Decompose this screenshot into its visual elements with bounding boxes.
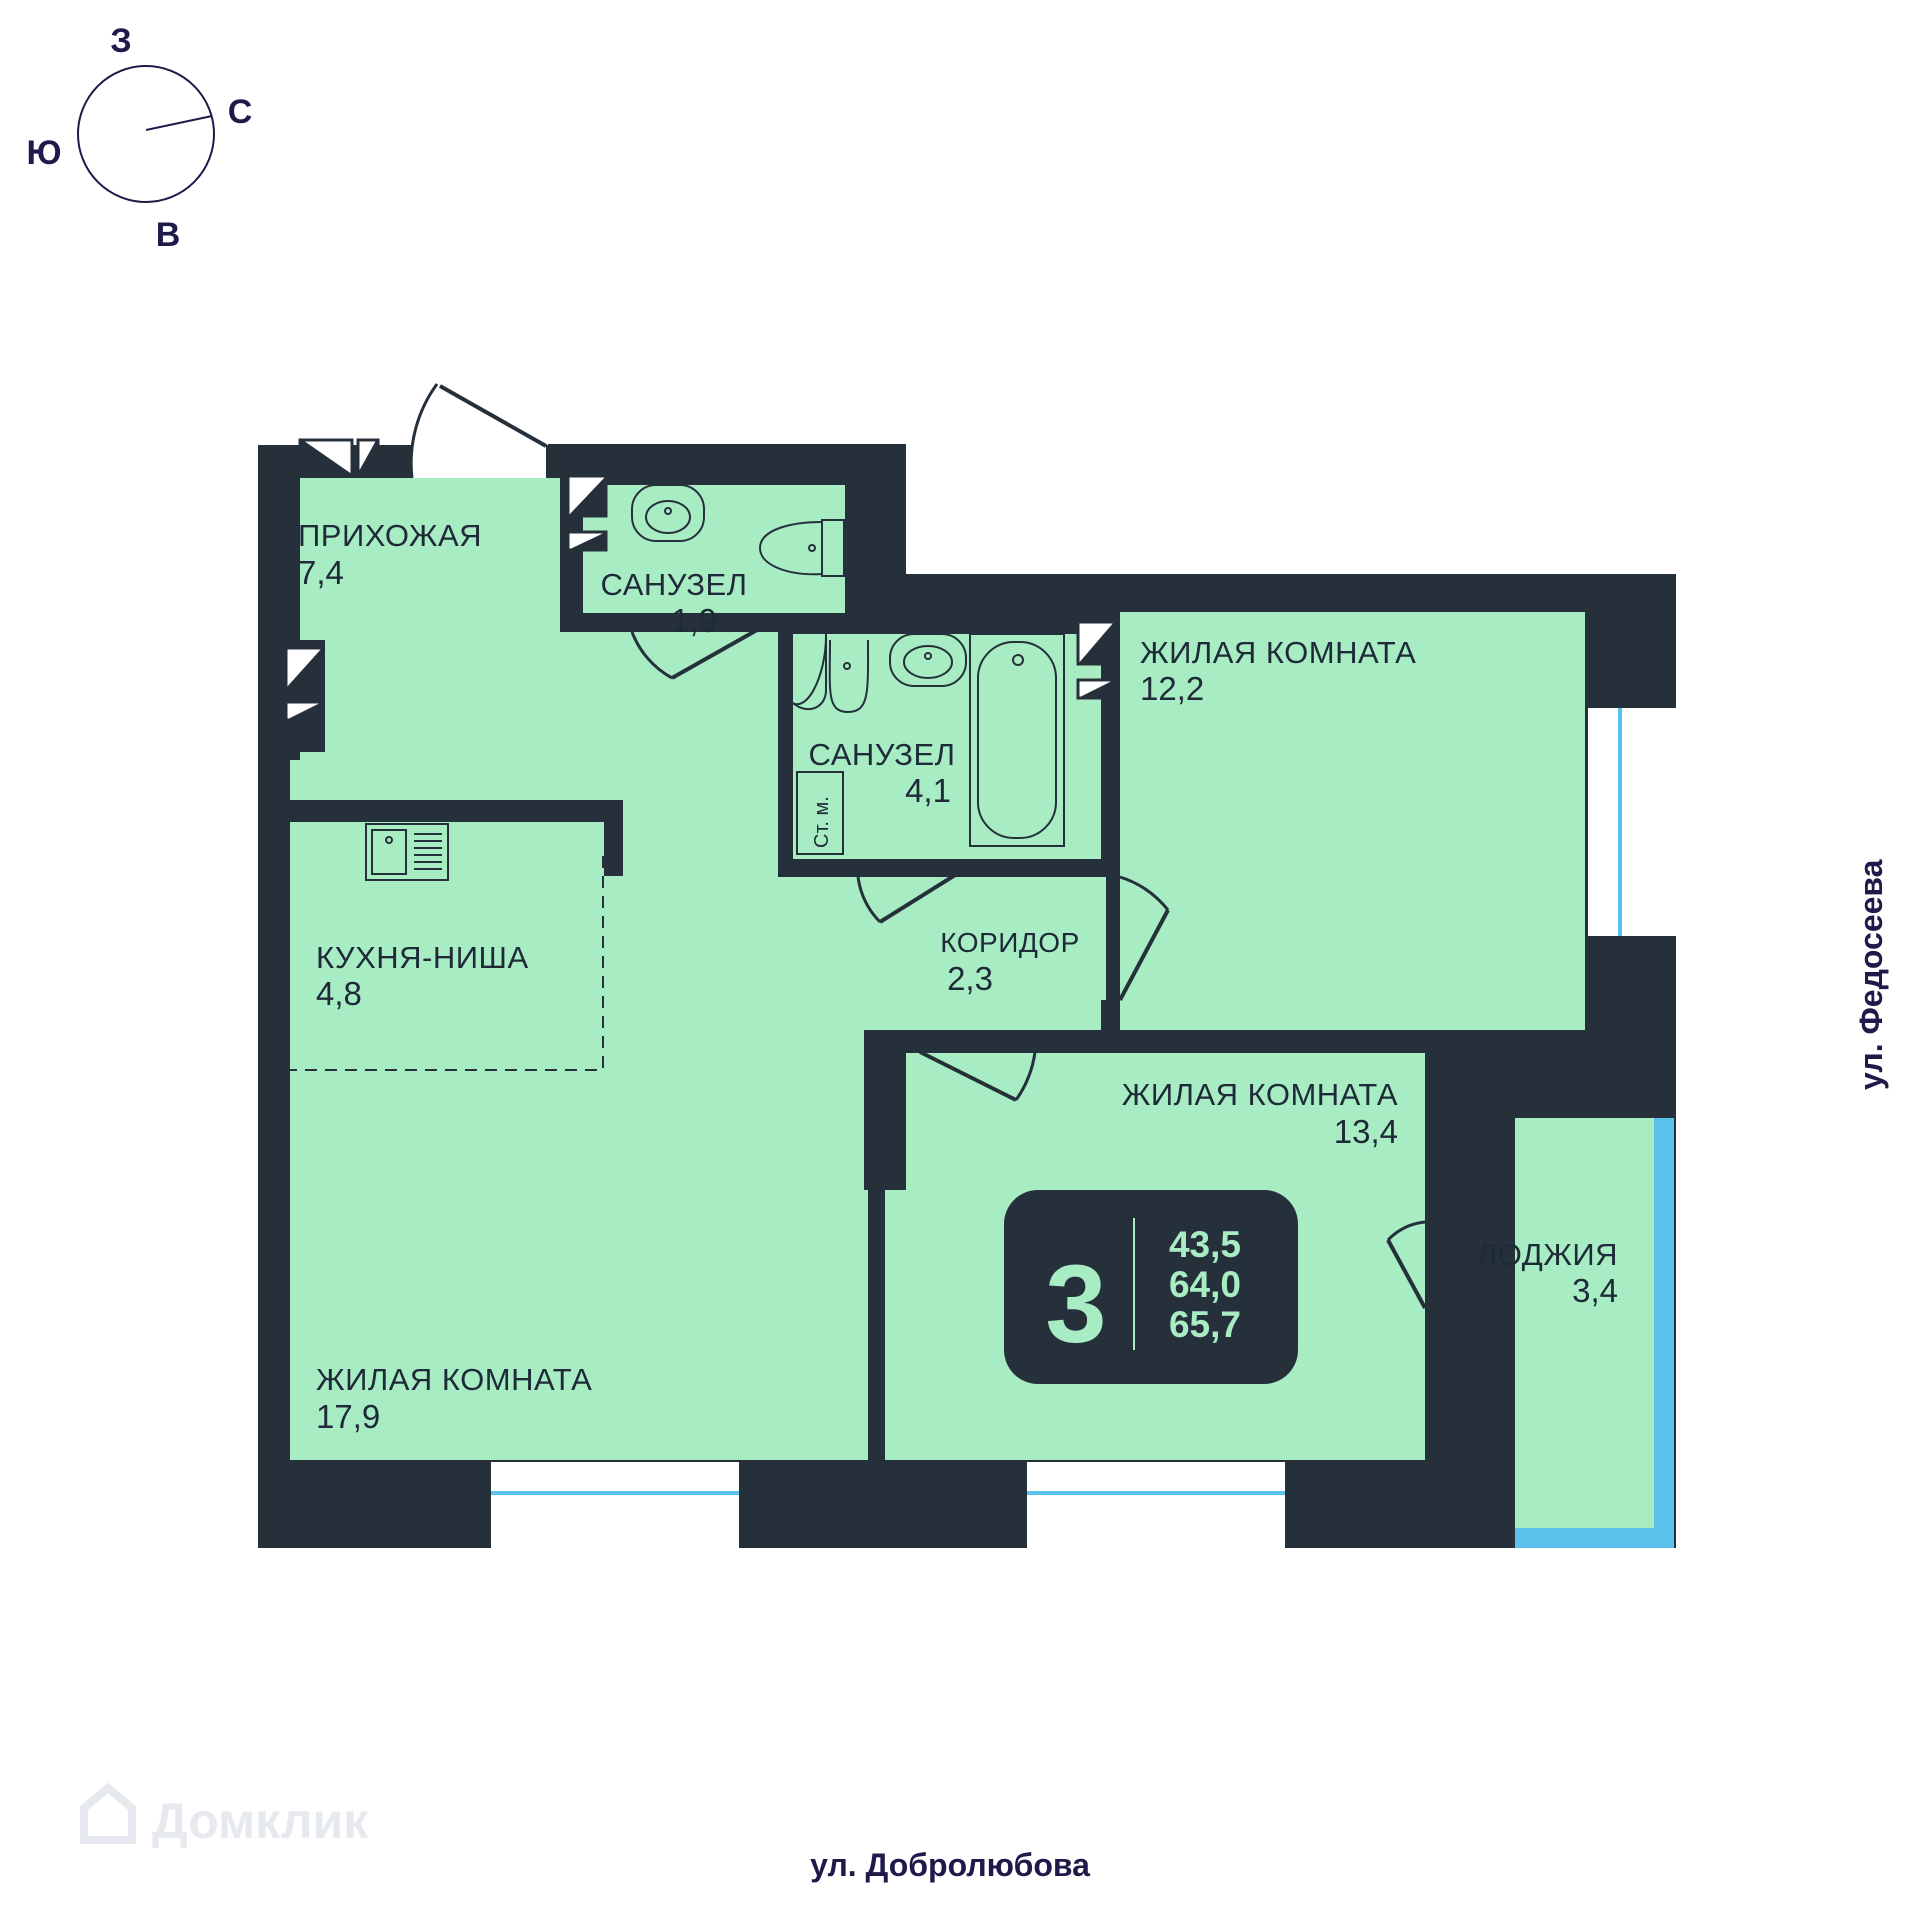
sink-icon-small-bath [631, 484, 705, 542]
total-area: 64,0 [1169, 1264, 1241, 1305]
room-area-bedroom-13: 13,4 [1334, 1113, 1398, 1150]
loggia-door-swing [1386, 1220, 1426, 1242]
bedroom-13-door-leaf [919, 1050, 1017, 1102]
window-bottom-left [491, 1462, 739, 1548]
compass-north: С [228, 93, 253, 131]
room-hall-kitchen-living [283, 478, 868, 1460]
room-area-kitchen: 4,8 [316, 975, 362, 1012]
room-fills [283, 478, 1660, 1528]
badge-background [1004, 1190, 1298, 1384]
bath-large-bottom-wall-b [960, 859, 1106, 877]
window-right [1588, 708, 1676, 936]
window-bottom-mid [1027, 1462, 1285, 1548]
bath-large-bottom-wall [778, 859, 858, 877]
room-corridor [778, 877, 1106, 1030]
doors [409, 383, 1427, 1309]
bath-small-door-leaf [671, 628, 758, 680]
watermark-text: Домклик [152, 1793, 369, 1849]
ventilation-shafts [284, 438, 1116, 855]
kitchen-wall [290, 800, 623, 822]
shaft-left [284, 646, 324, 722]
bedroom-13-right-wall-b [1425, 1308, 1515, 1460]
compass-circle [77, 65, 215, 203]
room-name-bedroom-12: ЖИЛАЯ КОМНАТА [1140, 635, 1416, 670]
bathtub-icon [969, 633, 1065, 847]
room-name-bathroom-large: САНУЗЕЛ [808, 737, 955, 772]
watermark: Домклик [80, 1782, 369, 1849]
room-area-corridor: 2,3 [947, 960, 993, 997]
kitchen-wall-stub [604, 800, 623, 876]
toilet-icon-large-bath [787, 633, 870, 714]
room-area-loggia: 3,4 [1572, 1272, 1618, 1309]
room-area-living: 17,9 [316, 1398, 380, 1435]
watermark-house-icon [80, 1782, 136, 1844]
bedroom-12-door-swing [1119, 875, 1170, 911]
compass-south: Ю [26, 134, 61, 172]
sink-icon-large-bath [889, 633, 967, 687]
compass-west: З [110, 22, 131, 60]
corridor-wall-left [864, 1030, 906, 1190]
bedroom-13-right-wall [1425, 1030, 1515, 1240]
room-bedroom-12 [1120, 612, 1585, 1030]
apartment-summary-badge: 3 43,5 64,0 65,7 [1004, 1190, 1298, 1384]
bath-small-door-swing [630, 631, 673, 680]
kitchen-niche-outline [290, 856, 604, 1071]
compass-needle [145, 115, 213, 131]
room-name-bathroom-small: САНУЗЕЛ [600, 567, 747, 602]
room-name-loggia: ЛОДЖИЯ [1477, 1237, 1618, 1272]
bath-large-door-leaf [878, 870, 962, 924]
living-area: 43,5 [1169, 1224, 1241, 1265]
interior-walls [283, 612, 1515, 1460]
room-name-corridor: КОРИДОР [940, 927, 1080, 958]
room-name-bedroom-13: ЖИЛАЯ КОМНАТА [1122, 1077, 1398, 1112]
toilet-icon-small-bath [758, 519, 845, 577]
room-name-living: ЖИЛАЯ КОМНАТА [316, 1362, 592, 1397]
street-right: ул. Федосеева [1853, 859, 1889, 1090]
room-area-bathroom-large: 4,1 [905, 772, 951, 809]
total-area-with-loggia: 65,7 [1169, 1304, 1241, 1345]
corridor-wall-mid [1035, 1030, 1105, 1052]
entrance-door-opening [412, 445, 546, 478]
loggia-glazing [1515, 1118, 1674, 1548]
windows [491, 708, 1676, 1548]
compass: З С Ю В [26, 22, 252, 254]
shaft-stm-box [796, 771, 844, 855]
bedroom-12-door-leaf [1118, 909, 1170, 1001]
room-area-bedroom-12: 12,2 [1140, 670, 1204, 707]
room-loggia [1515, 1118, 1660, 1528]
bedroom-13-door-swing [1014, 1051, 1037, 1101]
corridor-right-stub [1101, 1000, 1120, 1030]
shaft-bedroom-12 [1076, 620, 1116, 700]
bedroom-12-left-wall [1101, 612, 1120, 877]
room-bathroom-small [583, 485, 845, 613]
shaft-label: Ст. м. [811, 796, 833, 848]
loggia-door-leaf [1386, 1239, 1427, 1309]
room-name-kitchen: КУХНЯ-НИША [316, 940, 529, 975]
room-area-hall: 7,4 [298, 554, 344, 591]
room-area-bathroom-small: 1,9 [671, 602, 717, 639]
kitchen-sink-icon [365, 823, 449, 881]
entrance-door-swing [409, 383, 439, 479]
shaft-top-left [298, 438, 380, 478]
fixtures [290, 484, 1065, 1071]
entrance-door-leaf [439, 384, 547, 448]
room-name-hall: ПРИХОЖАЯ [298, 518, 482, 553]
rooms-count: 3 [1045, 1243, 1106, 1366]
bath-large-door-swing [856, 876, 882, 924]
room-labels: ПРИХОЖАЯ 7,4 САНУЗЕЛ 1,9 САНУЗЕЛ 4,1 ЖИЛ… [298, 518, 1618, 1435]
shaft-bath-small [566, 474, 608, 552]
street-bottom: ул. Добролюбова [810, 1847, 1090, 1883]
compass-east: В [156, 216, 181, 254]
